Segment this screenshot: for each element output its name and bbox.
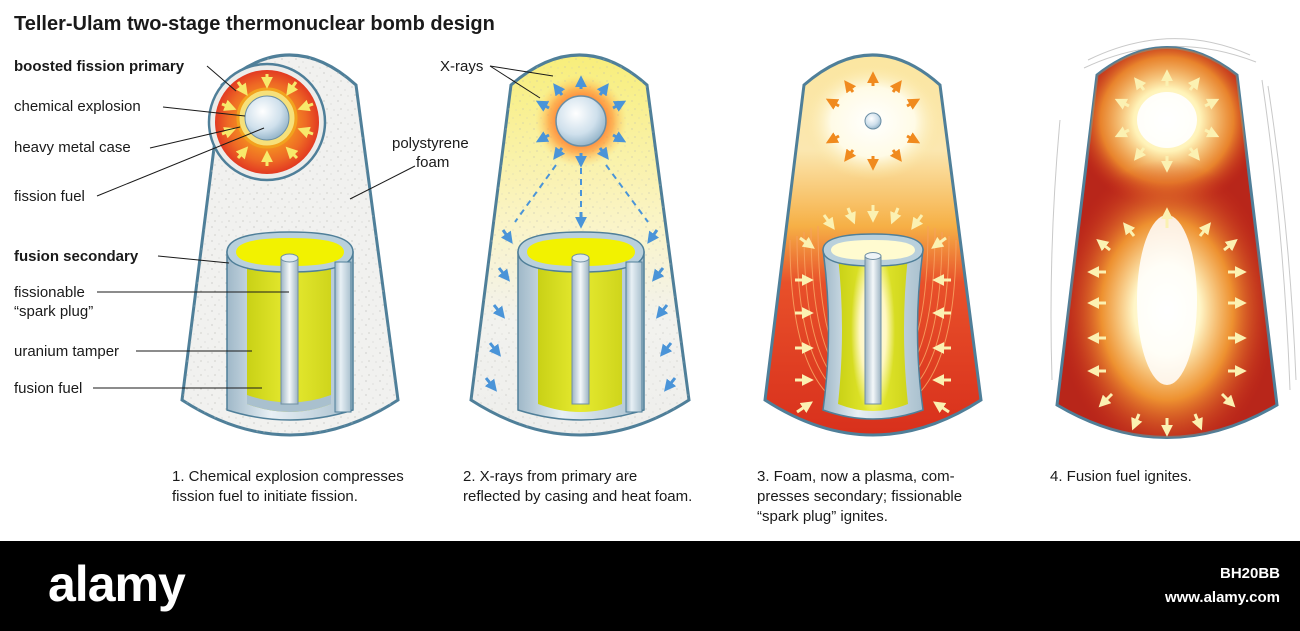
label-foam: foam bbox=[416, 154, 449, 171]
label-boosted-fission-primary: boosted fission primary bbox=[14, 58, 185, 75]
stage-2-outward-arrows bbox=[535, 75, 627, 168]
stage-3-inward-arrows bbox=[795, 205, 951, 414]
caption-2-line-1: 2. X-rays from primary are bbox=[463, 468, 637, 485]
label-fission-fuel: fission fuel bbox=[14, 188, 85, 205]
caption-1-line-1: 1. Chemical explosion compresses bbox=[172, 468, 404, 485]
label-xrays: X-rays bbox=[440, 58, 483, 75]
image-id: BH20BB bbox=[1219, 565, 1280, 582]
stage-4-bottom-arrows bbox=[1087, 207, 1247, 437]
label-spark-plug: “spark plug” bbox=[14, 303, 93, 320]
footer-url: www.alamy.com bbox=[1164, 589, 1280, 606]
stage-3-bomb bbox=[763, 53, 983, 437]
caption-4-line-1: 4. Fusion fuel ignites. bbox=[1050, 468, 1192, 485]
label-heavy-metal-case: heavy metal case bbox=[14, 139, 131, 156]
stage-3-primary-remnant bbox=[864, 112, 882, 130]
stage-2-secondary bbox=[517, 231, 645, 421]
label-fusion-secondary: fusion secondary bbox=[14, 248, 139, 265]
stage-2-reflected-arrows bbox=[484, 212, 677, 392]
stage-1-labels: boosted fission primary chemical explosi… bbox=[14, 58, 469, 397]
label-chemical-explosion: chemical explosion bbox=[14, 98, 141, 115]
stage-2-leader-lines bbox=[489, 65, 554, 99]
caption-3-line-1: 3. Foam, now a plasma, com- bbox=[757, 468, 955, 485]
stage-1-bomb bbox=[180, 53, 400, 437]
stage-2-primary-core bbox=[555, 95, 607, 147]
bomb-diagram: Teller-Ulam two-stage thermonuclear bomb… bbox=[14, 13, 1297, 525]
caption-1-line-2: fission fuel to initiate fission. bbox=[172, 488, 358, 505]
stage-2-bomb: X-rays bbox=[440, 53, 691, 437]
stage-3-secondary bbox=[822, 233, 924, 420]
caption-3-line-3: “spark plug” ignites. bbox=[757, 508, 888, 525]
watermark-footer: alamy BH20BB www.alamy.com bbox=[0, 541, 1300, 631]
caption-2-line-2: reflected by casing and heat foam. bbox=[463, 488, 692, 505]
stage-2-dashed-xray-paths bbox=[514, 164, 649, 223]
label-polystyrene: polystyrene bbox=[392, 135, 469, 152]
stage-1-fission-fuel bbox=[244, 95, 290, 141]
label-fusion-fuel: fusion fuel bbox=[14, 380, 82, 397]
caption-3-line-2: presses secondary; fissionable bbox=[757, 488, 962, 505]
label-fissionable: fissionable bbox=[14, 284, 85, 301]
stage-4-bomb bbox=[1050, 38, 1297, 439]
stage-3-outward-arrows bbox=[825, 71, 921, 171]
label-uranium-tamper: uranium tamper bbox=[14, 343, 119, 360]
stage-1-leader-lines bbox=[93, 65, 416, 389]
stage-4-top-arrows bbox=[1114, 69, 1220, 173]
captions: 1. Chemical explosion compresses fission… bbox=[172, 468, 1192, 525]
diagram-title: Teller-Ulam two-stage thermonuclear bomb… bbox=[14, 13, 495, 35]
stage-1-inward-arrows bbox=[221, 74, 314, 166]
stage-1-secondary bbox=[226, 231, 354, 421]
alamy-logo: alamy bbox=[48, 556, 186, 612]
